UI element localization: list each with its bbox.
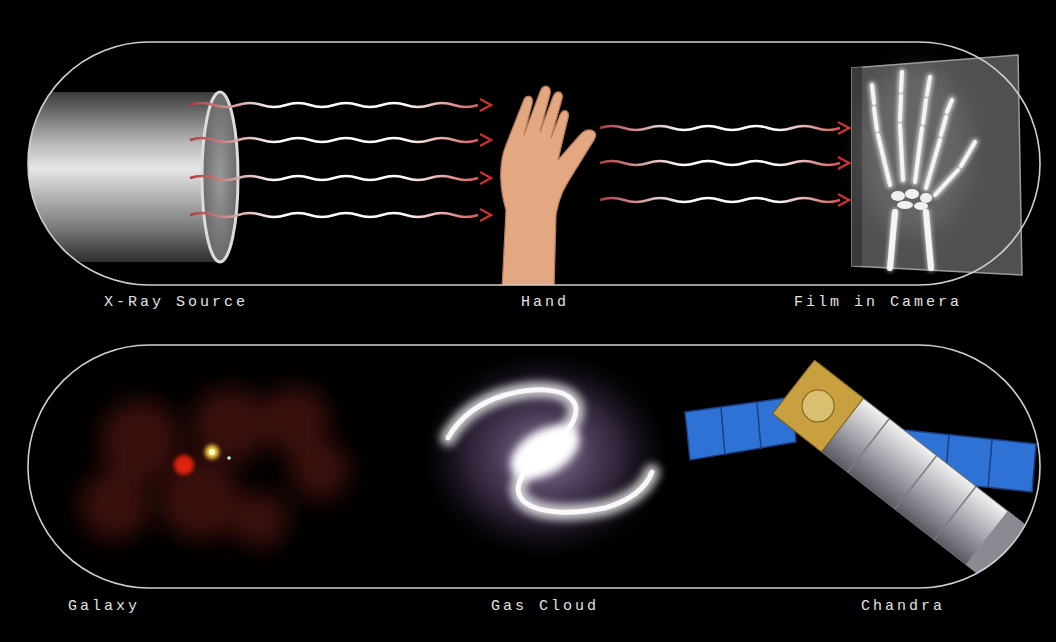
xray-wave: [190, 103, 478, 107]
panel-outline: [28, 42, 1040, 285]
xray-wave: [190, 138, 478, 142]
finger-bone: [872, 85, 890, 185]
carpals: [891, 189, 932, 210]
finger-bone: [926, 100, 952, 188]
hand-shadow: [860, 65, 970, 235]
panel-label: Gas Cloud: [491, 598, 599, 616]
spiral-galaxy: [448, 390, 652, 512]
bone-glow: [872, 72, 975, 268]
xray-wave: [600, 126, 840, 130]
spacecraft-bus: [773, 360, 864, 452]
haze: [100, 400, 180, 480]
bus-detail: [796, 384, 841, 429]
arrowhead: [838, 122, 849, 134]
arrowheads-out: [838, 122, 849, 206]
haze: [232, 492, 288, 548]
panel-label: Chandra: [861, 598, 945, 616]
arrowheads-in: [480, 99, 491, 221]
bones: [872, 72, 975, 268]
thumb-bone: [935, 142, 975, 195]
telescope-tube: [773, 360, 1028, 580]
carpal-bone: [905, 189, 919, 199]
spiral-core: [501, 414, 589, 490]
panel-grid: [721, 402, 761, 455]
film-edge: [852, 67, 862, 266]
galaxy-haze: [80, 386, 350, 548]
hand-figure: [501, 86, 596, 285]
arrowhead: [838, 194, 849, 206]
carpal-bone: [914, 202, 928, 210]
gas-cloud-glow: [420, 350, 670, 560]
tube-seam: [848, 419, 977, 540]
chandra: [685, 360, 1036, 580]
hand: [501, 86, 596, 285]
carpal-bone: [891, 191, 905, 201]
xray-wave: [190, 176, 478, 180]
galaxy-core-yellow: [205, 445, 219, 459]
sunshade: [966, 511, 1028, 580]
arm-bone: [890, 212, 931, 268]
xray-wave: [600, 161, 840, 165]
haze: [80, 470, 150, 540]
xray-waves-out: [600, 126, 840, 202]
carpal-bone: [897, 201, 913, 209]
arrowhead: [480, 209, 491, 221]
finger-bone: [915, 77, 930, 182]
thumb-bone: [935, 142, 975, 195]
haze: [192, 387, 268, 463]
finger-bone: [915, 77, 930, 182]
panel-outline: [28, 345, 1040, 588]
xray-wave: [600, 198, 840, 202]
space-scene: [80, 350, 1036, 580]
finger-bone: [900, 72, 903, 180]
panel-label: Hand: [521, 294, 569, 312]
galaxy-dot: [227, 456, 231, 460]
finger-bone: [872, 85, 890, 185]
finger-bone: [926, 100, 952, 188]
film-sheet: [852, 55, 1022, 275]
galaxy-core-red: [174, 455, 194, 475]
arm-bone: [890, 212, 931, 268]
haze: [290, 440, 350, 500]
finger-bone: [900, 72, 903, 180]
xray-waves-in: [190, 103, 478, 217]
film: [852, 55, 1022, 275]
panel-label: X-Ray Source: [104, 294, 248, 312]
galaxy-core-bright: [209, 449, 215, 455]
arrowhead: [480, 172, 491, 184]
panel-label: Film in Camera: [794, 294, 962, 312]
arrowhead: [480, 99, 491, 111]
panel-label: Galaxy: [68, 598, 140, 616]
carpal-bone: [920, 193, 932, 203]
telescope-body: [773, 360, 1028, 580]
arrowhead: [838, 157, 849, 169]
haze: [160, 460, 240, 540]
xray-wave: [190, 213, 478, 217]
arrowhead: [480, 134, 491, 146]
